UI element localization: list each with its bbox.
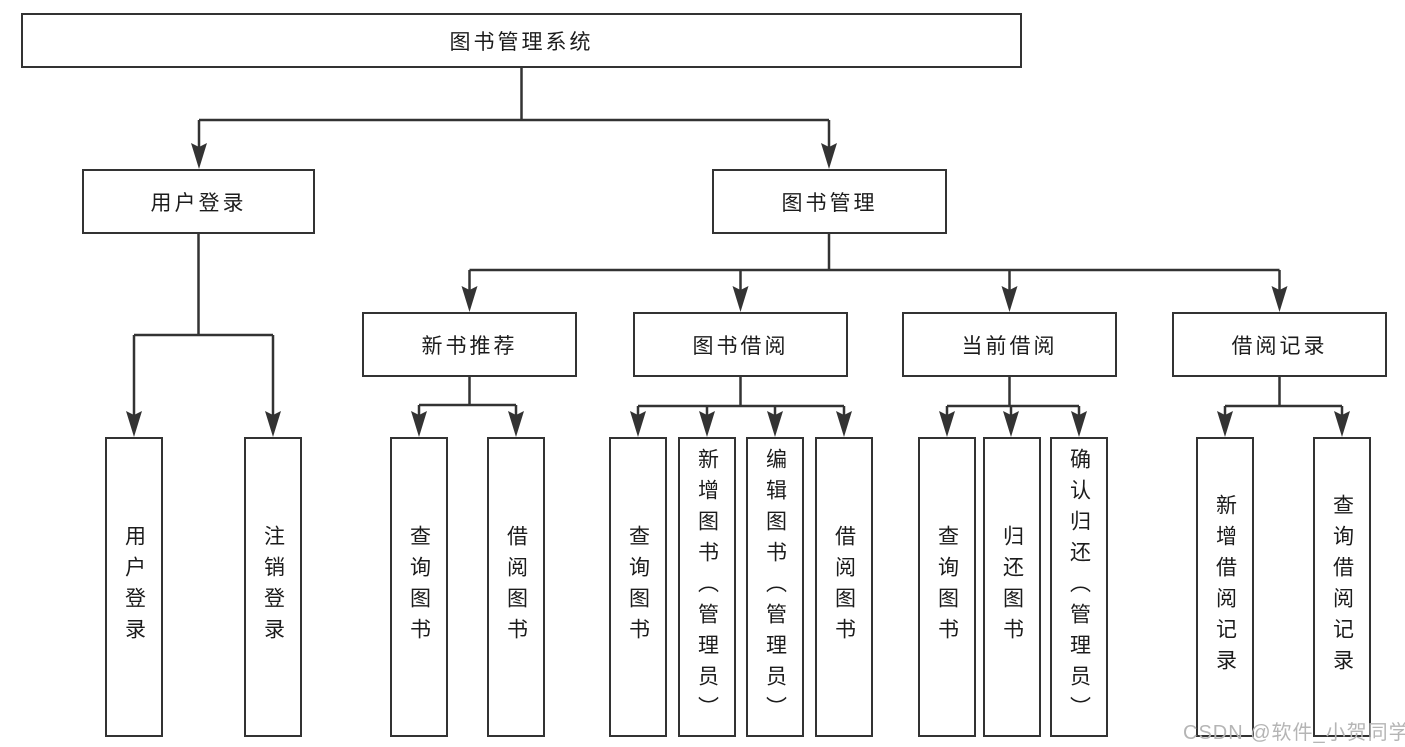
- leaf-add-borrow-record: 新增借阅记录: [1196, 437, 1254, 737]
- leaf-query-books-3-label: 查询图书: [935, 525, 959, 649]
- leaf-borrow-books-1-label: 借阅图书: [504, 525, 528, 649]
- leaf-add-books-admin: 新增图书（管理员）: [678, 437, 736, 737]
- leaf-query-books-1-label: 查询图书: [407, 525, 431, 649]
- leaf-logout-label: 注销登录: [261, 525, 285, 649]
- node-borrowing-records: 借阅记录: [1172, 312, 1387, 377]
- node-root: 图书管理系统: [21, 13, 1022, 68]
- leaf-confirm-return-admin: 确认归还（管理员）: [1050, 437, 1108, 737]
- leaf-query-books-2: 查询图书: [609, 437, 667, 737]
- leaf-query-books-2-label: 查询图书: [626, 525, 650, 649]
- node-book-borrowing-label: 图书借阅: [692, 334, 789, 358]
- leaf-logout: 注销登录: [244, 437, 302, 737]
- node-new-book-recommend: 新书推荐: [362, 312, 577, 377]
- leaf-borrow-books-2-label: 借阅图书: [832, 525, 856, 649]
- leaf-borrow-books-1: 借阅图书: [487, 437, 545, 737]
- leaf-edit-books-admin: 编辑图书（管理员）: [746, 437, 804, 737]
- leaf-user-login: 用户登录: [105, 437, 163, 737]
- connector-arrowheads: [126, 143, 1350, 437]
- leaf-confirm-return-admin-label: 确认归还（管理员）: [1067, 447, 1091, 727]
- node-borrowing-records-label: 借阅记录: [1231, 334, 1328, 358]
- leaf-user-login-label: 用户登录: [122, 525, 146, 649]
- leaf-add-borrow-record-label: 新增借阅记录: [1213, 494, 1237, 680]
- node-current-borrowing: 当前借阅: [902, 312, 1117, 377]
- node-new-book-recommend-label: 新书推荐: [421, 334, 518, 358]
- connector-paths: [132, 68, 1344, 418]
- leaf-borrow-books-2: 借阅图书: [815, 437, 873, 737]
- leaf-add-books-admin-label: 新增图书（管理员）: [695, 447, 719, 727]
- node-book-management-label: 图书管理: [781, 191, 878, 215]
- node-root-label: 图书管理系统: [449, 30, 594, 54]
- node-current-borrowing-label: 当前借阅: [961, 334, 1058, 358]
- leaf-query-books-1: 查询图书: [390, 437, 448, 737]
- node-book-borrowing: 图书借阅: [633, 312, 848, 377]
- node-book-management: 图书管理: [712, 169, 947, 234]
- leaf-edit-books-admin-label: 编辑图书（管理员）: [763, 447, 787, 727]
- leaf-query-books-3: 查询图书: [918, 437, 976, 737]
- leaf-return-books-label: 归还图书: [1000, 525, 1024, 649]
- csdn-watermark: CSDN @软件_小贺同学: [1183, 722, 1405, 744]
- leaf-query-borrow-record-label: 查询借阅记录: [1330, 494, 1354, 680]
- node-user-login: 用户登录: [82, 169, 315, 234]
- leaf-query-borrow-record: 查询借阅记录: [1313, 437, 1371, 737]
- node-user-login-label: 用户登录: [150, 191, 247, 215]
- leaf-return-books: 归还图书: [983, 437, 1041, 737]
